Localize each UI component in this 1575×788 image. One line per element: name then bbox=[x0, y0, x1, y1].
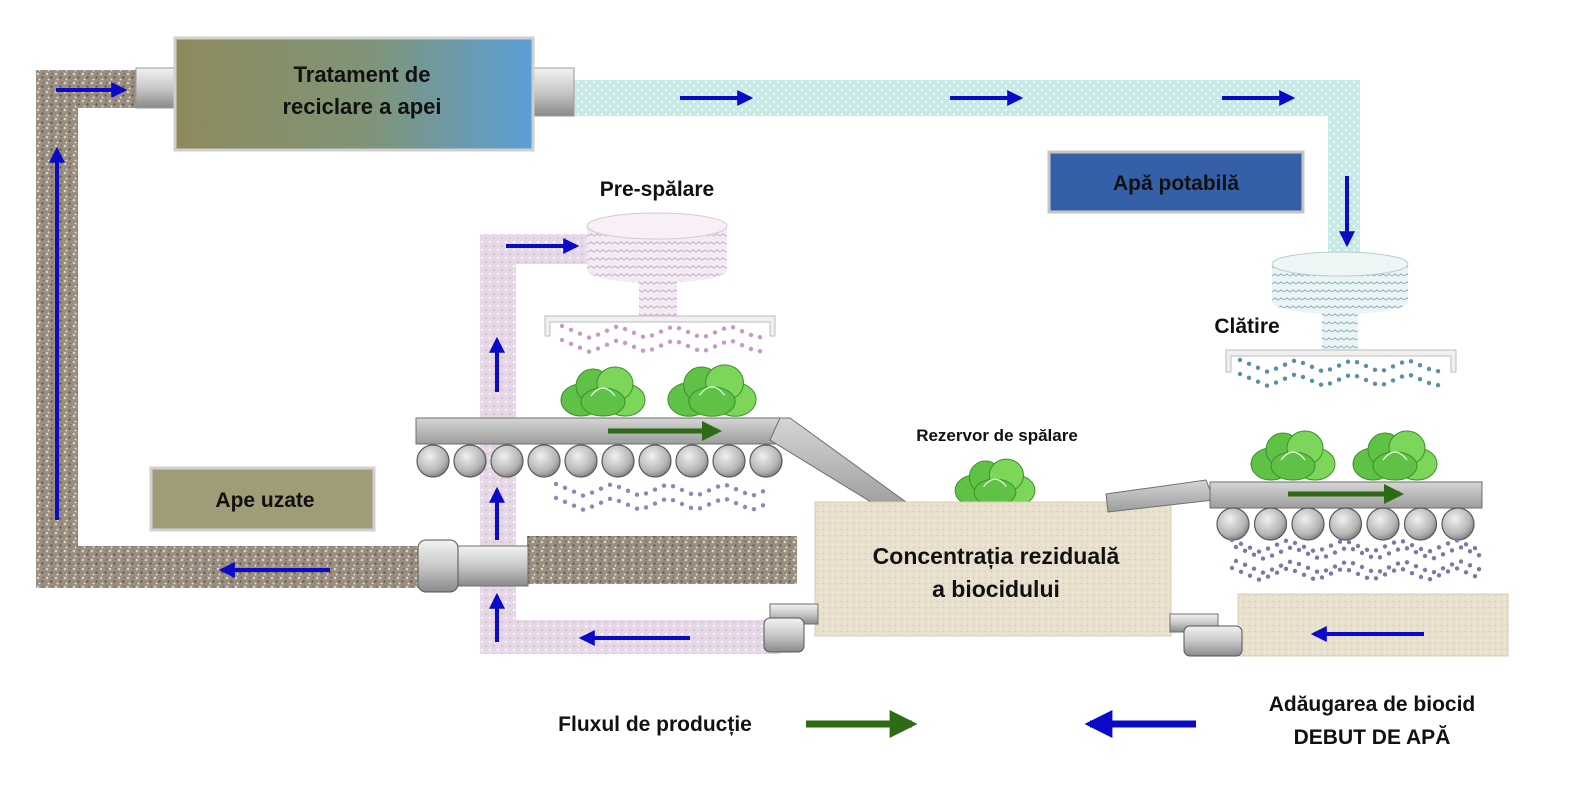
treatment-title-line2: reciclare a apei bbox=[282, 94, 441, 119]
roller-icon bbox=[564, 444, 598, 478]
water-droplets-icon bbox=[559, 323, 763, 354]
potable-water-box: Apă potabilă bbox=[1047, 150, 1305, 214]
residual-biocide-line2: a biocidului bbox=[932, 576, 1060, 602]
legend: Fluxul de producție Adăugarea de biocid … bbox=[558, 693, 1475, 749]
roller-icon bbox=[675, 444, 709, 478]
roller-icon bbox=[601, 444, 635, 478]
spray-nozzle-icon bbox=[544, 212, 776, 337]
roller-icon bbox=[527, 444, 561, 478]
lettuce-icon bbox=[1250, 430, 1336, 481]
water-inflow-label: DEBUT DE APĂ bbox=[1294, 726, 1451, 749]
pipe-connector-icon bbox=[1169, 613, 1243, 657]
rinse-conveyor bbox=[1105, 430, 1483, 582]
potable-water-label: Apă potabilă bbox=[1113, 172, 1239, 195]
treatment-title-line1: Tratament de bbox=[294, 62, 431, 87]
water-droplets-icon bbox=[1237, 357, 1441, 388]
wash-tank-label: Rezervor de spălare bbox=[916, 426, 1078, 445]
water-droplets-icon bbox=[553, 481, 766, 512]
roller-icon bbox=[712, 444, 746, 478]
roller-icon bbox=[1253, 507, 1288, 541]
lettuce-icon bbox=[667, 364, 757, 417]
lettuce-icon bbox=[1352, 430, 1438, 481]
roller-icon bbox=[1441, 507, 1475, 541]
biocide-addition-label: Adăugarea de biocid bbox=[1269, 693, 1476, 716]
roller-icon bbox=[1403, 507, 1438, 541]
prewash-label: Pre-spălare bbox=[600, 178, 714, 201]
roller-icon bbox=[1328, 507, 1363, 541]
water-flow-arrows bbox=[49, 82, 1424, 646]
roller-icon bbox=[1366, 507, 1400, 541]
water-droplets-icon bbox=[1229, 537, 1482, 582]
roller-icon bbox=[1291, 507, 1325, 541]
wash-tank: Rezervor de spălare Concentrația rezidua… bbox=[814, 426, 1172, 637]
wastewater-box: Ape uzate bbox=[149, 466, 376, 532]
roller-icon bbox=[490, 444, 524, 478]
wastewater-label: Ape uzate bbox=[215, 489, 314, 512]
production-flow-label: Fluxul de producție bbox=[558, 713, 752, 736]
pipe-connector-icon bbox=[417, 539, 529, 593]
roller-icon bbox=[416, 444, 450, 478]
roller-icon bbox=[638, 444, 672, 478]
roller-icon bbox=[453, 444, 487, 478]
rinse-label: Clătire bbox=[1214, 315, 1279, 338]
roller-icon bbox=[749, 444, 783, 478]
rinse-collection-tank bbox=[1237, 593, 1509, 657]
spray-nozzle-icon bbox=[1225, 251, 1457, 373]
wastewater-trough bbox=[527, 536, 797, 584]
lettuce-icon bbox=[954, 458, 1036, 507]
prewash-conveyor bbox=[415, 364, 908, 512]
roller-icon bbox=[1216, 507, 1250, 541]
treatment-unit: Tratament de reciclare a apei bbox=[135, 36, 575, 152]
lettuce-icon bbox=[560, 366, 646, 417]
rinse-sprayer: Clătire bbox=[1214, 251, 1457, 388]
pipe-connector-icon bbox=[763, 603, 819, 653]
prewash-sprayer: Pre-spălare bbox=[544, 178, 776, 354]
residual-biocide-line1: Concentrația reziduală bbox=[873, 543, 1120, 570]
